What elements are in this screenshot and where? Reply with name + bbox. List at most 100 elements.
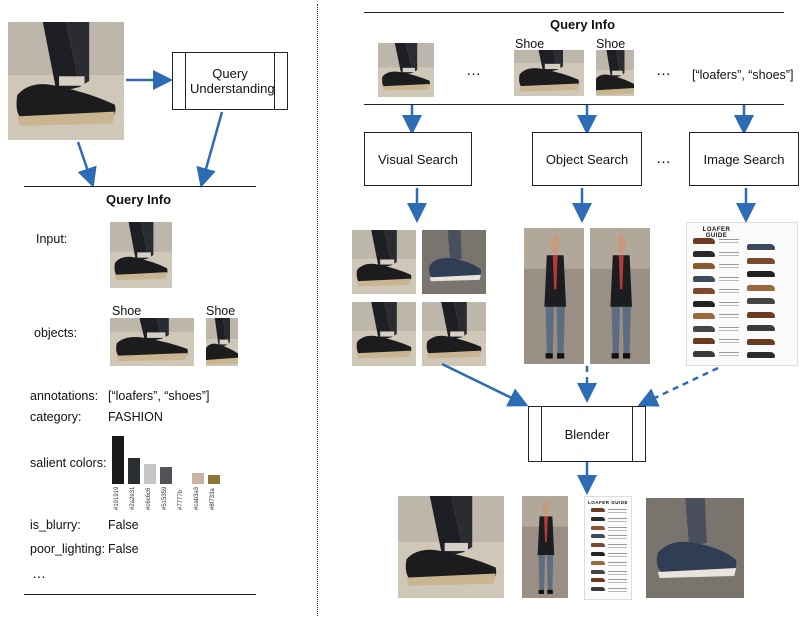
loafer-icon: [591, 560, 605, 565]
guide-text-lines: [719, 351, 739, 353]
visual-search-box: Visual Search: [364, 132, 472, 186]
query-info-thumb-3: [596, 50, 634, 96]
query-info-top-rule: [24, 186, 256, 187]
guide-text-lines: [608, 526, 627, 528]
color-swatch: [144, 464, 156, 484]
guide-row: [591, 560, 627, 568]
guide-text-lines: [719, 251, 739, 253]
is-blurry-value: False: [108, 518, 139, 532]
input-label: Input:: [36, 232, 68, 246]
guide-row: [591, 586, 627, 594]
loafer-icon: [747, 311, 775, 318]
guide-row: [693, 300, 739, 308]
object-search-label: Object Search: [545, 151, 629, 167]
object-tag-1: Shoe: [112, 304, 142, 318]
arrow-image-to-info: [76, 141, 97, 188]
loafer-guide-title: LOAFER GUIDE: [702, 227, 731, 239]
right-annotations-value: [“loafers”, “shoes”]: [692, 68, 794, 82]
color-swatch: [160, 467, 172, 484]
loafer-icon: [693, 300, 715, 307]
loafer-icon: [591, 552, 605, 556]
loafer-icon: [693, 238, 715, 244]
loafer-icon: [747, 298, 775, 304]
blended-result-2: [522, 496, 568, 598]
loafer-icon: [693, 250, 715, 257]
guide-row: [591, 525, 627, 533]
color-swatch-label: #2a2e31: [130, 486, 136, 510]
loafer-icon: [693, 325, 715, 332]
blended-result-1: [398, 496, 504, 598]
right-query-info-bottom-rule: [364, 104, 784, 105]
guide-row-right: [747, 311, 791, 319]
blended-result-4: [646, 498, 744, 598]
guide-row: [591, 569, 627, 577]
color-swatch-label: #7777b: [178, 489, 184, 510]
guide-row: [693, 287, 739, 295]
query-info-title-right: Query Info: [550, 17, 616, 32]
color-swatch-label: #8f733a: [210, 488, 216, 510]
guide-text-lines: [719, 276, 739, 278]
guide-text-lines: [608, 553, 627, 554]
color-swatch: [128, 458, 140, 484]
guide-row: [693, 275, 739, 283]
guide-row-right: [747, 338, 791, 346]
salient-colors-swatches: [108, 432, 248, 484]
guide-row-right: [747, 257, 791, 265]
poor-lighting-value: False: [108, 542, 139, 556]
guide-row-right: [747, 284, 791, 292]
object-thumbnail-2: [206, 318, 238, 366]
image-search-box: Image Search: [689, 132, 799, 186]
visual-search-label: Visual Search: [378, 151, 458, 167]
query-info-thumb-1: [378, 43, 434, 97]
query-understanding-box: Query Understanding: [172, 52, 288, 110]
loafer-icon: [747, 325, 775, 331]
visual-result-2: [422, 230, 486, 294]
category-value: FASHION: [108, 410, 163, 424]
loafer-icon: [591, 534, 605, 539]
color-swatch: [208, 475, 220, 484]
loafer-icon: [747, 244, 775, 250]
color-swatch-label: #191919: [114, 486, 120, 510]
more-ellipsis: …: [32, 565, 46, 581]
panel-divider: [317, 4, 318, 616]
guide-text-lines: [608, 544, 627, 546]
guide-text-lines: [719, 314, 739, 315]
color-swatch-label: #515359: [162, 486, 168, 510]
guide-row: [591, 542, 627, 550]
guide-text-lines: [719, 339, 739, 340]
objects-label: objects:: [34, 326, 78, 340]
category-label: category:: [30, 410, 82, 424]
arrow-visual-to-blender: [441, 362, 529, 407]
image-search-label: Image Search: [703, 151, 785, 167]
object-result-2: [590, 228, 650, 364]
loafer-icon: [747, 284, 775, 291]
guide-text-lines: [608, 509, 627, 510]
loafer-icon: [747, 257, 775, 264]
loafer-icon: [591, 569, 605, 574]
object-search-box: Object Search: [532, 132, 642, 186]
loafer-icon: [693, 350, 715, 357]
color-swatch-label: #c6c6c6: [146, 487, 152, 510]
guide-text-lines: [719, 239, 739, 240]
blender-box: Blender: [528, 406, 646, 462]
guide-row: [591, 533, 627, 541]
guide-text-lines: [608, 517, 627, 519]
arrow-image-to-blender: [637, 366, 719, 407]
guide-row: [693, 312, 739, 320]
visual-result-3: [352, 302, 416, 366]
color-swatch: [192, 473, 204, 484]
salient-colors-label: salient colors:: [30, 456, 107, 470]
object-tag-2: Shoe: [206, 304, 236, 318]
query-info-bottom-rule: [24, 594, 256, 595]
annotations-label: annotations:: [30, 389, 99, 403]
guide-text-lines: [608, 561, 627, 563]
guide-text-lines: [719, 264, 739, 265]
guide-text-lines: [719, 326, 739, 328]
loafer-icon: [747, 338, 775, 345]
annotations-value: [“loafers”, “shoes”]: [108, 389, 210, 403]
guide-row: [591, 577, 627, 585]
poor-lighting-label: poor_lighting:: [30, 542, 106, 556]
guide-row-right: [747, 351, 791, 359]
blender-label: Blender: [564, 426, 610, 442]
